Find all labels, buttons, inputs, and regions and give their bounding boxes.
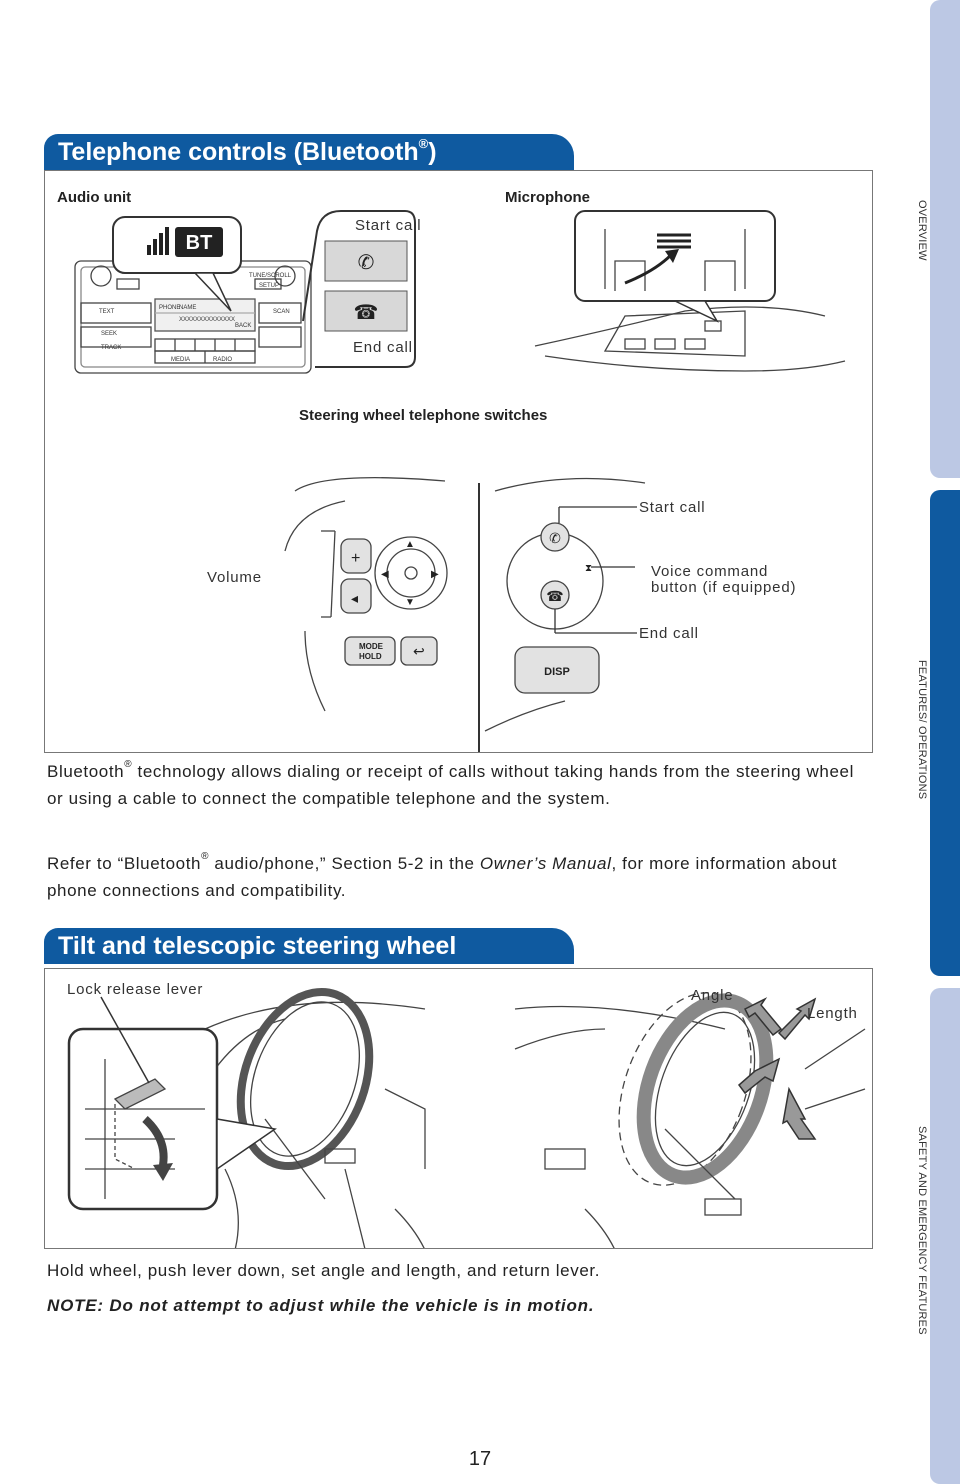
svg-text:☎: ☎: [546, 588, 563, 604]
audio-digits-label: XXXXXXXXXXXXXX: [179, 317, 235, 323]
owners-manual-ref: Owner’s Manual: [479, 854, 612, 873]
audio-tune-label: TUNE/SCROLL: [249, 273, 292, 279]
audio-scan-label: SCAN: [273, 309, 290, 315]
section-title-telephone: Telephone controls (Bluetooth: [58, 138, 419, 166]
para1-reg: ®: [124, 759, 133, 770]
audio-radio-label: RADIO: [213, 357, 232, 363]
svg-text:✆: ✆: [549, 530, 561, 546]
telephone-figure: BT TEXT SCAN SEEK TRACK MEDIA RADIO TUNE…: [44, 170, 873, 753]
end-call-label: End call: [639, 625, 699, 642]
svg-text:▲: ▲: [405, 539, 415, 550]
length-label: Length: [807, 1005, 858, 1022]
para2-reg: ®: [201, 851, 210, 862]
audio-setup-label: SETUP: [259, 283, 279, 289]
end-call-icon: ☎: [354, 302, 379, 324]
page-number: 17: [468, 1448, 492, 1470]
audio-unit-label: Audio unit: [57, 189, 132, 206]
lock-lever-inset: [67, 996, 277, 1211]
voice-command-label-1: Voice command: [651, 563, 769, 580]
end-call-top-label: End call: [353, 339, 413, 356]
audio-track-label: TRACK: [101, 345, 121, 351]
safety-note: NOTE: Do not attempt to adjust while the…: [47, 1296, 595, 1315]
audio-media-label: MEDIA: [171, 357, 190, 363]
section-header-telephone: Telephone controls (Bluetooth®): [44, 134, 574, 170]
audio-text-label: TEXT: [99, 309, 115, 315]
voice-command-label-2: button (if equipped): [651, 579, 797, 596]
svg-text:BT: BT: [186, 232, 213, 254]
para2-mid: audio/phone,” Section 5-2 in the: [209, 854, 480, 873]
side-label-safety: SAFETY AND EMERGENCY FEATURES: [916, 1126, 928, 1335]
start-call-label: Start call: [639, 499, 706, 516]
audio-call-buttons-inset: ✆ ☎: [302, 210, 416, 368]
section-title-tilt: Tilt and telescopic steering wheel: [58, 932, 457, 960]
start-call-icon: ✆: [358, 252, 375, 274]
microphone-illustration: [534, 210, 846, 372]
tilt-figure: Lock release lever Angle Length: [44, 968, 873, 1249]
svg-text:▶: ▶: [431, 569, 439, 580]
side-label-features: FEATURES/ OPERATIONS: [916, 660, 928, 800]
audio-phone-label: PHONE: [159, 305, 180, 311]
side-tab-overview[interactable]: [930, 0, 960, 478]
para2-start: Refer to “Bluetooth: [47, 854, 202, 873]
side-tab-features[interactable]: [930, 490, 960, 976]
side-tab-safety[interactable]: [930, 988, 960, 1484]
para1-rest: technology allows dialing or receipt of …: [47, 762, 854, 808]
para1-start: Bluetooth: [47, 762, 125, 781]
adjust-arrows: [737, 997, 817, 1140]
registered-mark: ®: [418, 136, 429, 151]
steering-right-illustration: [484, 477, 646, 732]
section-header-tilt: Tilt and telescopic steering wheel: [44, 928, 574, 964]
steering-switches-label: Steering wheel telephone switches: [299, 407, 548, 424]
bluetooth-description: Bluetooth® technology allows dialing or …: [47, 758, 867, 812]
audio-seek-label: SEEK: [101, 331, 117, 337]
svg-text:⧗: ⧗: [585, 563, 592, 574]
lock-release-label: Lock release lever: [67, 981, 204, 998]
tilt-instructions: Hold wheel, push lever down, set angle a…: [47, 1261, 601, 1280]
audio-back-label: BACK: [235, 323, 251, 329]
hold-button-label: HOLD: [359, 652, 382, 661]
angle-label: Angle: [691, 987, 734, 1004]
steering-left-illustration: [284, 477, 448, 712]
svg-text:◂: ◂: [351, 590, 358, 606]
side-label-overview: OVERVIEW: [916, 200, 928, 261]
para2-rest: , for more information about phone conne…: [47, 854, 838, 900]
start-call-top-label: Start call: [355, 217, 422, 234]
volume-label: Volume: [207, 569, 262, 586]
disp-button-label: DISP: [544, 666, 570, 678]
tilt-right-illustration: [514, 992, 866, 1248]
svg-text:+: +: [351, 550, 360, 567]
svg-text:↩: ↩: [413, 643, 425, 659]
section-title-telephone-end: ): [428, 138, 437, 166]
bluetooth-callout: BT: [112, 216, 242, 312]
svg-text:▼: ▼: [405, 597, 415, 608]
mode-button-label: MODE: [359, 642, 384, 651]
audio-name-label: NAME: [179, 305, 196, 311]
tilt-illustration: [67, 987, 866, 1248]
telephone-illustration: BT TEXT SCAN SEEK TRACK MEDIA RADIO TUNE…: [74, 210, 846, 752]
bluetooth-reference: Refer to “Bluetooth® audio/phone,” Secti…: [47, 850, 867, 904]
microphone-label: Microphone: [505, 189, 590, 206]
svg-text:◀: ◀: [381, 569, 389, 580]
